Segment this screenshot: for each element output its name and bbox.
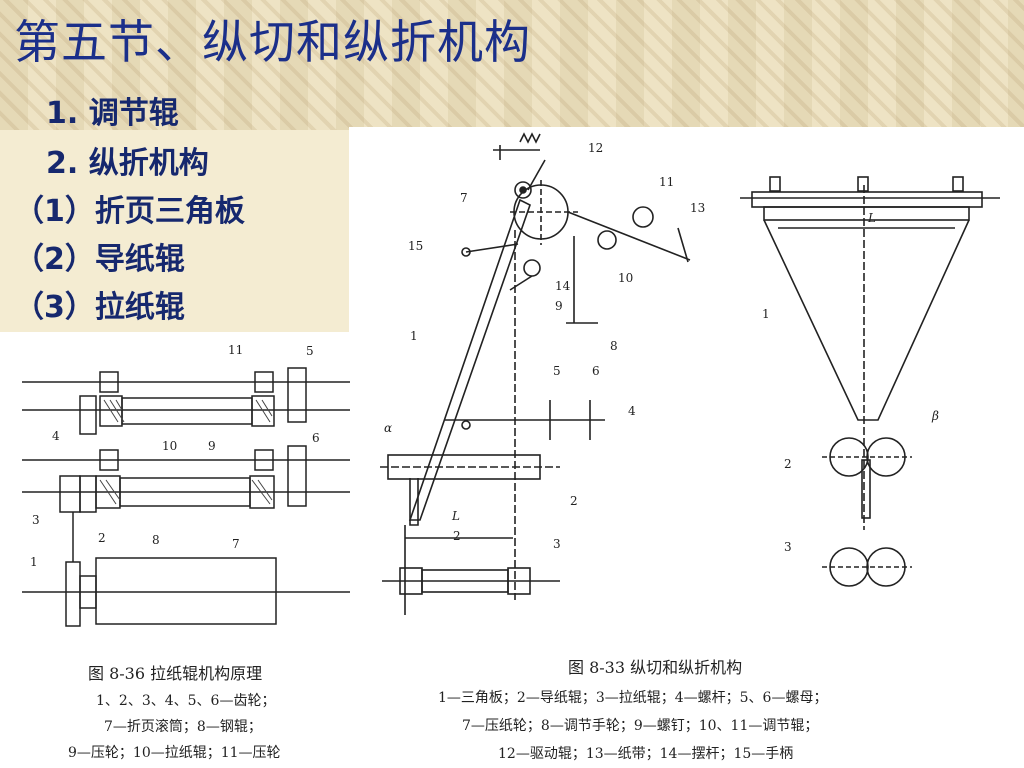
right-caption-line-2: 7—压纸轮；8—调节手轮；9—螺钉；10、11—调节辊；: [462, 718, 819, 734]
left-caption-line-2: 7—折页滚筒；8—钢辊；: [104, 719, 262, 735]
left-caption-line-3: 9—压轮；10—拉纸辊；11—压轮: [68, 745, 281, 761]
outline-item-4: （2）导纸辊: [14, 242, 185, 277]
left-caption-title: 图 8-36 拉纸辊机构原理: [88, 664, 263, 683]
outline-item-1: 1. 调节辊: [46, 96, 179, 131]
outline-item-5: （3）拉纸辊: [14, 290, 185, 325]
left-caption-line-1: 1、2、3、4、5、6—齿轮；: [96, 693, 276, 709]
outline-item-2: 2. 纵折机构: [46, 146, 209, 181]
outline-item-3: （1）折页三角板: [14, 194, 245, 229]
right-caption-line-3: 12—驱动辊；13—纸带；14—摆杆；15—手柄: [498, 746, 794, 762]
slide-title: 第五节、纵切和纵折机构: [14, 15, 531, 69]
right-caption-title: 图 8-33 纵切和纵折机构: [568, 658, 743, 677]
right-caption-line-1: 1—三角板；2—导纸辊；3—拉纸辊；4—螺杆；5、6—螺母；: [438, 690, 828, 706]
decorative-border-band: [0, 0, 1024, 130]
decorative-border-pattern: [0, 0, 1024, 130]
